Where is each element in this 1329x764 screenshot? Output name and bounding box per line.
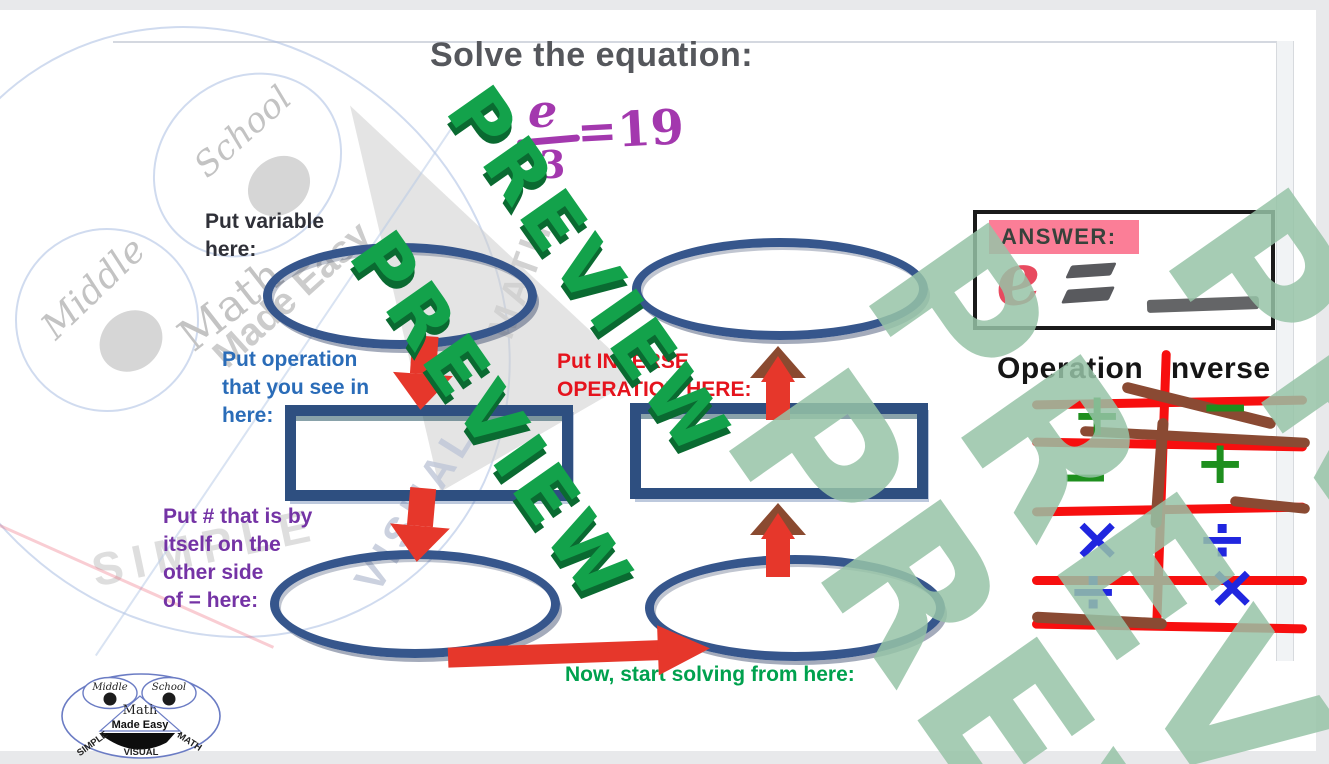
logo-pupil-left — [103, 692, 117, 706]
logo-pupil-right — [162, 692, 176, 706]
down-arrow-1-shaft — [409, 335, 439, 375]
equation-numerator: e — [528, 84, 558, 138]
table-hline-4 — [1032, 576, 1307, 585]
put-inverse-label: Put INVERSE OPERATION HERE: — [557, 348, 751, 404]
logo-mouth — [99, 733, 181, 750]
table-inv-plus: + — [1195, 428, 1246, 498]
answer-label: ANSWER: — [1001, 224, 1117, 249]
up-arrow-1-shaft — [766, 376, 790, 420]
put-variable-label: Put variable here: — [205, 208, 324, 264]
answer-equals-bottom — [1060, 286, 1116, 304]
up-arrow-2-tip — [761, 513, 795, 539]
down-arrow-1 — [390, 334, 455, 413]
answer-variable: e — [990, 233, 1046, 324]
put-variable-line1: Put variable — [205, 210, 325, 233]
answer-box: ANSWER: e — [973, 210, 1275, 330]
table-op-minus: − — [1060, 442, 1111, 512]
table-op-times: × — [1072, 504, 1123, 574]
equation-rhs: =19 — [575, 99, 686, 161]
logo-arc-visual: VISUAL — [124, 747, 159, 758]
up-arrow-1-tip — [761, 356, 795, 382]
up-arrow-2 — [750, 503, 806, 577]
start-solving-label: Now, start solving from here: — [565, 663, 855, 686]
down-arrow-2-head — [386, 523, 450, 565]
page-title: Solve the equation: — [430, 36, 754, 74]
put-inverse-line2: OPERATION HERE: — [557, 378, 752, 401]
put-operation-line2: that you see in — [222, 376, 370, 399]
answer-label-highlight — [989, 220, 1139, 254]
down-arrow-2-shaft — [406, 487, 437, 528]
down-arrow-2 — [386, 486, 453, 565]
right-arrow — [447, 623, 711, 682]
right-arrow-shaft — [447, 640, 661, 668]
up-arrow-1 — [750, 346, 806, 420]
put-operation-line1: Put operation — [222, 348, 358, 371]
middle-school-math-logo: Middle School Math Made Easy SIMPLE VISU… — [61, 673, 221, 759]
operation-inverse-title: Operation Inverse — [997, 352, 1271, 385]
table-inv-times: × — [1207, 552, 1258, 622]
answer-blank-line — [1146, 296, 1260, 313]
down-arrow-1-head — [390, 371, 453, 413]
logo-made-easy-text: Made Easy — [112, 719, 170, 731]
logo-mouth-shine — [160, 732, 181, 750]
table-inv-minus: − — [1200, 372, 1251, 442]
right-arrow-head — [657, 623, 711, 676]
logo-math-text: Math — [123, 703, 158, 718]
table-op-plus: + — [1072, 380, 1123, 450]
up-arrow-2-shaft — [766, 533, 790, 577]
equation-denominator: 3 — [539, 142, 566, 187]
start-ellipse — [645, 555, 945, 661]
answer-ellipse — [632, 238, 928, 340]
page-edge-strip — [1276, 41, 1294, 661]
slide-border — [113, 41, 1277, 43]
logo-eye-right-text: School — [152, 682, 186, 693]
table-op-divide: ÷ — [1068, 556, 1119, 626]
variable-ellipse — [263, 243, 537, 349]
logo-eye-left-text: Middle — [91, 682, 127, 693]
put-inverse-line1: Put INVERSE — [557, 350, 689, 373]
operation-box — [285, 405, 573, 501]
put-number-line2: itself on the — [163, 533, 281, 556]
answer-equals-top — [1065, 262, 1117, 279]
logo-nose-triangle — [98, 695, 182, 732]
put-number-line1: Put # that is by — [163, 505, 313, 528]
table-inv-divide: ÷ — [1197, 504, 1248, 574]
